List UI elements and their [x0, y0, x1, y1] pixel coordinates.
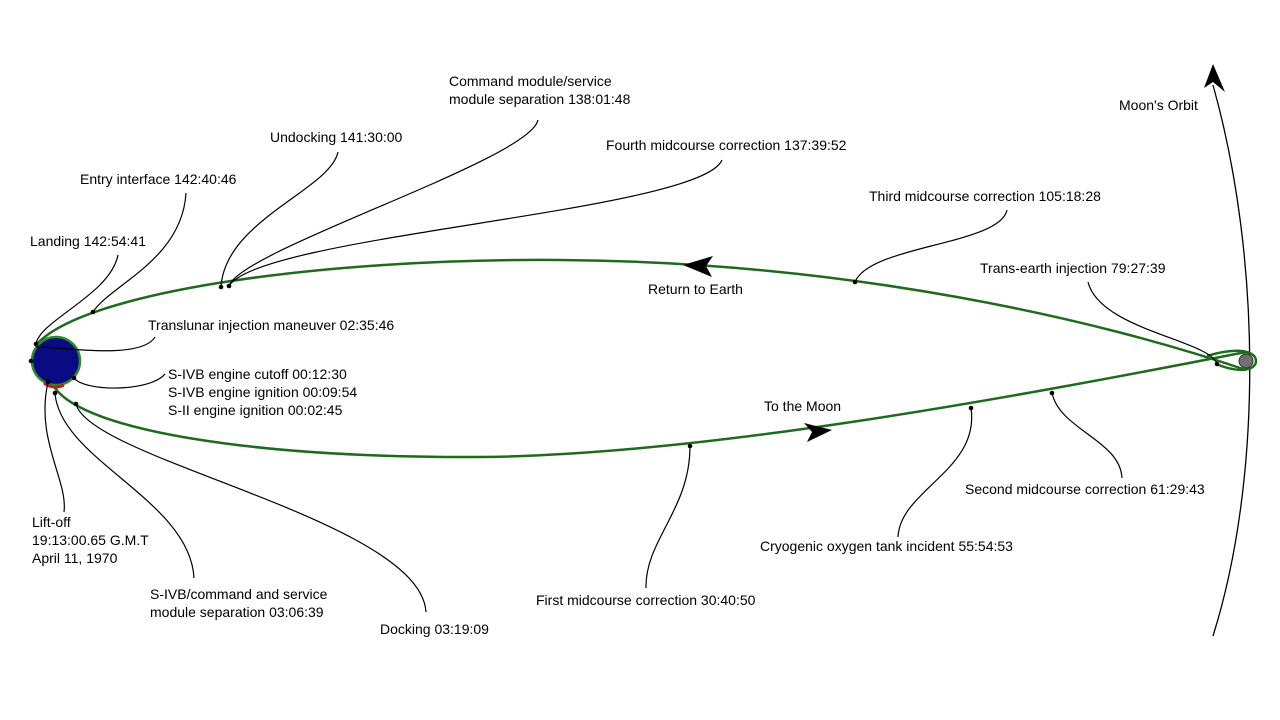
label-entry-interface: Entry interface 142:40:46: [80, 171, 237, 187]
to-the-moon-arrow-icon: [804, 423, 832, 442]
event-dot-translunar: [28, 358, 34, 364]
event-dot-landing: [33, 341, 39, 347]
leader-second-midcourse: [1051, 392, 1123, 479]
leader-docking: [75, 403, 427, 613]
leader-sivb-csm-sep: [54, 392, 195, 579]
event-dot-liftoff: [45, 379, 51, 385]
event-dot-cryo-incident: [968, 405, 974, 411]
leader-cryo-incident: [897, 407, 973, 538]
label-sivb-cutoff: S-IVB engine cutoff 00:12:30: [168, 366, 347, 382]
event-dot-first-midcourse: [687, 443, 693, 449]
label-fourth-midcourse: Fourth midcourse correction 137:39:52: [606, 137, 847, 153]
leader-landing: [35, 254, 119, 345]
label-liftoff-line3: April 11, 1970: [32, 550, 118, 566]
event-dot-trans-earth: [1214, 361, 1220, 367]
label-sii-ignition: S-II engine ignition 00:02:45: [168, 402, 343, 418]
label-third-midcourse: Third midcourse correction 105:18:28: [869, 188, 1101, 204]
event-dot-second-midcourse: [1049, 390, 1055, 396]
leader-engine-events: [73, 373, 166, 389]
label-second-midcourse: Second midcourse correction 61:29:43: [965, 481, 1205, 497]
event-dot-engine-events: [71, 375, 77, 381]
label-landing: Landing 142:54:41: [30, 233, 146, 249]
label-cryo-incident: Cryogenic oxygen tank incident 55:54:53: [760, 538, 1013, 554]
leader-undocking: [220, 151, 339, 288]
label-translunar-injection: Translunar injection maneuver 02:35:46: [148, 317, 394, 333]
moon: [1238, 353, 1254, 369]
label-return-to-earth: Return to Earth: [648, 281, 743, 297]
leader-fourth-midcourse: [228, 159, 723, 287]
label-command-module-sep-line2: module separation 138:01:48: [449, 91, 631, 107]
event-dot-third-midcourse: [852, 279, 858, 285]
leader-translunar: [35, 336, 156, 352]
label-moons-orbit: Moon's Orbit: [1119, 97, 1198, 113]
event-dot-sivb-csm-sep: [52, 390, 58, 396]
event-dot-undocking: [218, 284, 224, 290]
leader-liftoff: [44, 381, 65, 513]
label-liftoff-line1: Lift-off: [32, 514, 71, 530]
label-to-the-moon: To the Moon: [764, 398, 841, 414]
leader-third-midcourse: [854, 209, 1008, 283]
label-trans-earth: Trans-earth injection 79:27:39: [980, 260, 1166, 276]
event-dot-docking: [73, 401, 79, 407]
return-trajectory: [35, 258, 1247, 372]
leader-trans-earth: [1087, 281, 1218, 365]
leader-entry-interface: [92, 192, 187, 313]
event-dot-entry-interface: [90, 309, 96, 315]
label-first-midcourse: First midcourse correction 30:40:50: [536, 592, 756, 608]
outbound-trajectory: [53, 350, 1247, 459]
leader-first-midcourse: [645, 445, 691, 589]
label-docking: Docking 03:19:09: [380, 621, 489, 637]
label-undocking: Undocking 141:30:00: [270, 129, 403, 145]
moon-orbit-arrow-icon: [1204, 64, 1225, 92]
lunar-loop: [1206, 349, 1258, 372]
label-command-module-sep-line1: Command module/service: [449, 73, 612, 89]
label-sivb-csm-sep-line2: module separation 03:06:39: [150, 604, 324, 620]
launch-arc-mark: [43, 381, 65, 389]
label-sivb-ignition: S-IVB engine ignition 00:09:54: [168, 384, 357, 400]
event-dot-command-module-sep: [226, 283, 232, 289]
return-to-earth-arrow-icon: [683, 256, 713, 277]
leader-command-module-sep: [228, 119, 539, 287]
label-liftoff-line2: 19:13:00.65 G.M.T: [32, 532, 149, 548]
label-sivb-csm-sep-line1: S-IVB/command and service: [150, 586, 328, 602]
